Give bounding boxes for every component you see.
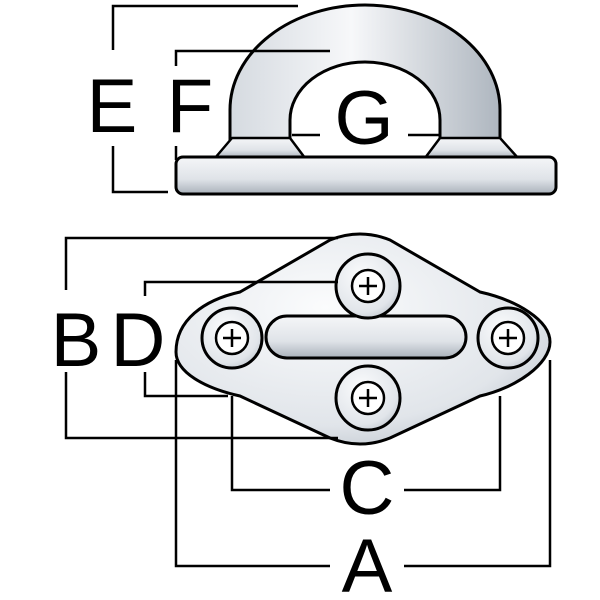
label-c: C bbox=[340, 446, 395, 531]
side-dimension-lines bbox=[111, 4, 440, 194]
left-fillet bbox=[213, 136, 307, 160]
screw-bottom bbox=[334, 364, 402, 432]
side-view bbox=[174, 3, 558, 196]
screw-right bbox=[476, 306, 540, 370]
eye-arch bbox=[228, 3, 502, 152]
top-dimension-lines bbox=[64, 236, 552, 568]
top-view bbox=[174, 232, 552, 446]
right-fillet bbox=[423, 136, 520, 160]
dim-line-e bbox=[111, 4, 298, 194]
screw-left bbox=[200, 306, 264, 370]
label-a: A bbox=[342, 524, 393, 600]
label-e: E bbox=[87, 64, 138, 149]
dim-line-b bbox=[64, 236, 338, 440]
dim-line-c bbox=[230, 396, 502, 492]
center-slot bbox=[264, 314, 468, 360]
base-plate-side bbox=[174, 155, 558, 196]
label-b: B bbox=[51, 298, 102, 383]
screw-top bbox=[334, 252, 402, 320]
dim-line-a bbox=[174, 360, 552, 568]
label-g: G bbox=[334, 76, 393, 161]
dim-line-d bbox=[143, 280, 338, 398]
dim-line-f bbox=[174, 49, 330, 160]
label-d: D bbox=[111, 298, 166, 383]
label-f: F bbox=[167, 64, 213, 149]
